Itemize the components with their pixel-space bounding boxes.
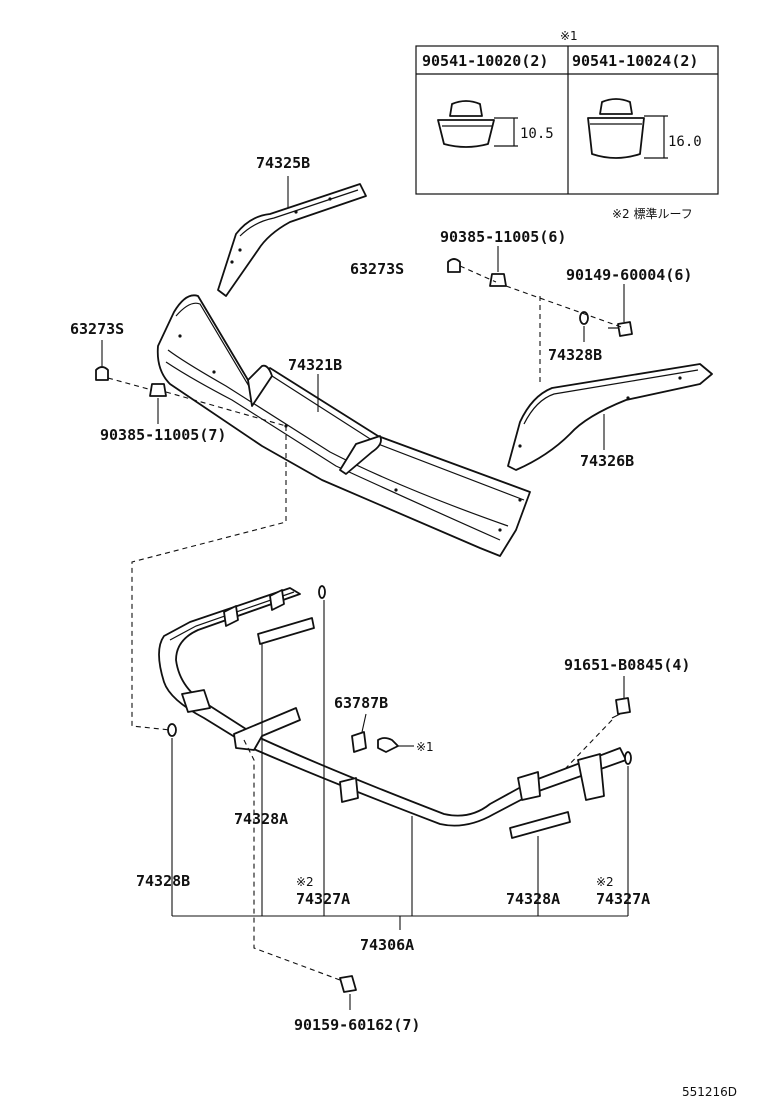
bracket-top-2 [269,589,285,611]
ring-74327A-right [624,751,632,765]
label-74327A-right: 74327A [596,890,650,908]
part-74326B-drawing [507,363,713,471]
label-74327A-left: 74327A [296,890,350,908]
label-74326B: 74326B [580,452,634,470]
pad-74328A-right [509,811,571,839]
bracket-right-2 [577,753,605,801]
label-63787B-ref: ※1 [416,740,434,754]
bracket-left-lower [181,689,211,713]
screw-90149 [617,321,633,337]
clip-long-drawing [587,98,668,159]
screw-90159 [339,975,357,993]
ring-74327A-left [318,585,326,599]
label-74327A-right-ref: ※2 [596,875,614,889]
clip-63787B [351,731,367,753]
label-74328A-left: 74328A [234,810,288,828]
label-90385-top: 90385-11005(6) [440,228,566,246]
fastener-inset: ※1 90541-10020(2) 90541-10024(2) 10.5 16… [415,29,719,195]
label-74321B: 74321B [288,356,342,374]
bracket-right-1 [517,771,541,801]
fastener-left-cluster [95,340,287,731]
grommet-90385-top [489,273,507,287]
label-74325B: 74325B [256,154,310,172]
label-74328B-top: 74328B [548,346,602,364]
grommet-90385-left [149,383,167,397]
clip-short-drawing [437,100,518,148]
cap-63273S-top [447,258,461,273]
label-74328B-bottom: 74328B [136,872,190,890]
cap-63273S-left [95,366,109,381]
label-74306A: 74306A [360,936,414,954]
label-63273S-top: 63273S [350,260,404,278]
label-90159: 90159-60162(7) [294,1016,420,1034]
label-74328A-right: 74328A [506,890,560,908]
part-74325B-drawing [217,176,367,297]
screw-91651 [615,697,631,715]
drawing-id: 551216D [682,1085,737,1099]
inset-note-ref: ※1 [560,29,578,43]
label-91651: 91651-B0845(4) [564,656,690,674]
pad-74328A-left [257,617,315,645]
inset-right-part: 90541-10024(2) [572,52,698,70]
clip-ref-1 [377,737,399,753]
bracket-top-1 [223,605,239,627]
bracket-mid [339,777,359,803]
inset-left-dim: 10.5 [520,126,554,142]
label-90385-left: 90385-11005(7) [100,426,226,444]
fastener-top-cluster [447,246,633,384]
note-standard-roof: ※2 標準ルーフ [612,206,693,221]
label-90149: 90149-60004(6) [566,266,692,284]
part-74321B-drawing [156,294,531,557]
label-63787B: 63787B [334,694,388,712]
label-63273S-left: 63273S [70,320,124,338]
part-74306A-drawing [158,585,632,1010]
washer-74328B-bottom [167,723,177,737]
label-74327A-left-ref: ※2 [296,875,314,889]
inset-left-part: 90541-10020(2) [422,52,548,70]
inset-right-dim: 16.0 [668,134,702,150]
inset-frame [415,45,719,195]
